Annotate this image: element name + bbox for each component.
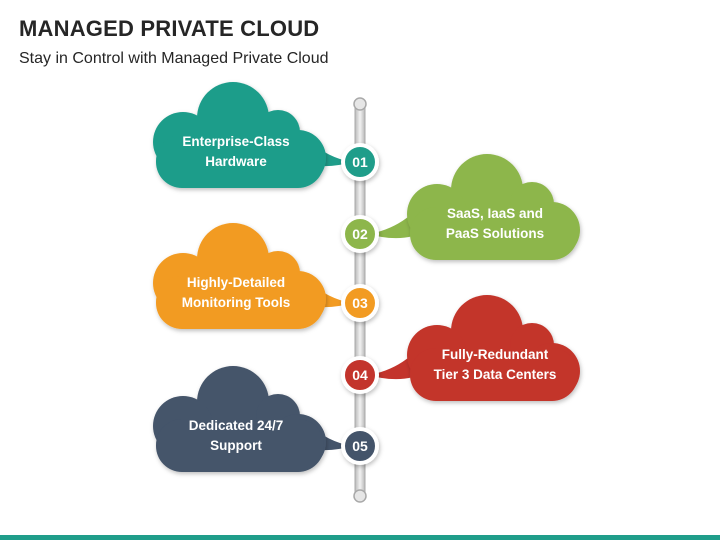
cloud-label-line2: Hardware [205,154,267,169]
cloud-label-line1: Dedicated 24/7 [189,418,284,433]
step-number-circle [343,429,377,463]
cloud-label-line1: Highly-Detailed [187,275,285,290]
step-number: 02 [352,226,368,242]
cloud-shape [153,366,326,472]
step-number: 01 [352,154,368,170]
cloud-shape [153,223,326,329]
step-number-circle [343,217,377,251]
cloud-label-line1: Enterprise-Class [182,134,289,149]
cloud-label-line2: Support [210,438,262,453]
cloud-shape [407,295,580,401]
cloud-label-line1: SaaS, IaaS and [447,206,543,221]
step-number: 05 [352,438,368,454]
cloud-label-line1: Fully-Redundant [442,347,549,362]
step-number: 04 [352,367,368,383]
step-number-circle [343,286,377,320]
cloud-label-line2: PaaS Solutions [446,226,544,241]
cloud-label-line2: Monitoring Tools [182,295,290,310]
cloud-label-line2: Tier 3 Data Centers [434,367,557,382]
page-subtitle: Stay in Control with Managed Private Clo… [19,50,329,67]
cloud-shape [153,82,326,188]
page-title: MANAGED PRIVATE CLOUD [19,16,320,41]
bottom-accent-bar [0,535,720,540]
step-number-circle [343,145,377,179]
step-number-circle [343,358,377,392]
step-number: 03 [352,295,368,311]
cloud-shape [407,154,580,260]
